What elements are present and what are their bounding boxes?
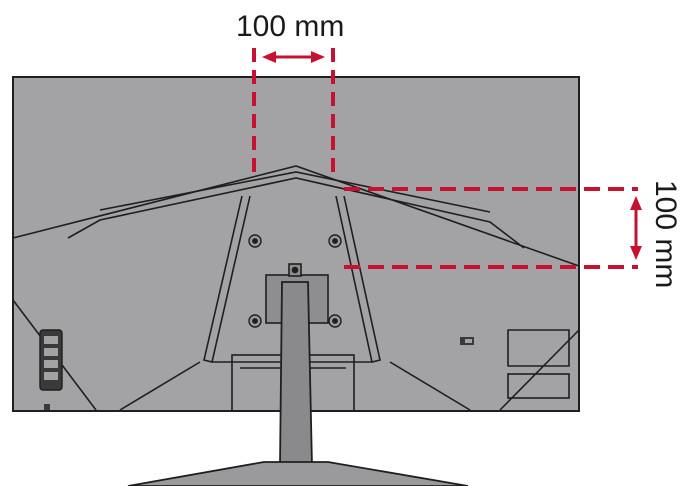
horizontal-spacing-label: 100 mm (236, 10, 345, 43)
stand-base (127, 461, 469, 486)
stand-neck (279, 281, 313, 467)
horizontal-arrowheads (262, 51, 325, 63)
vertical-dimension (344, 187, 638, 269)
vertical-spacing-label: 100 mm (649, 180, 682, 289)
vertical-arrowheads (630, 196, 642, 260)
connector-ports-icon (39, 329, 63, 410)
kensington-lock-icon (460, 337, 474, 345)
horizontal-dimension (252, 48, 335, 180)
vesa-screw-hole-icon (248, 234, 342, 328)
rear-label-plates (507, 329, 570, 399)
